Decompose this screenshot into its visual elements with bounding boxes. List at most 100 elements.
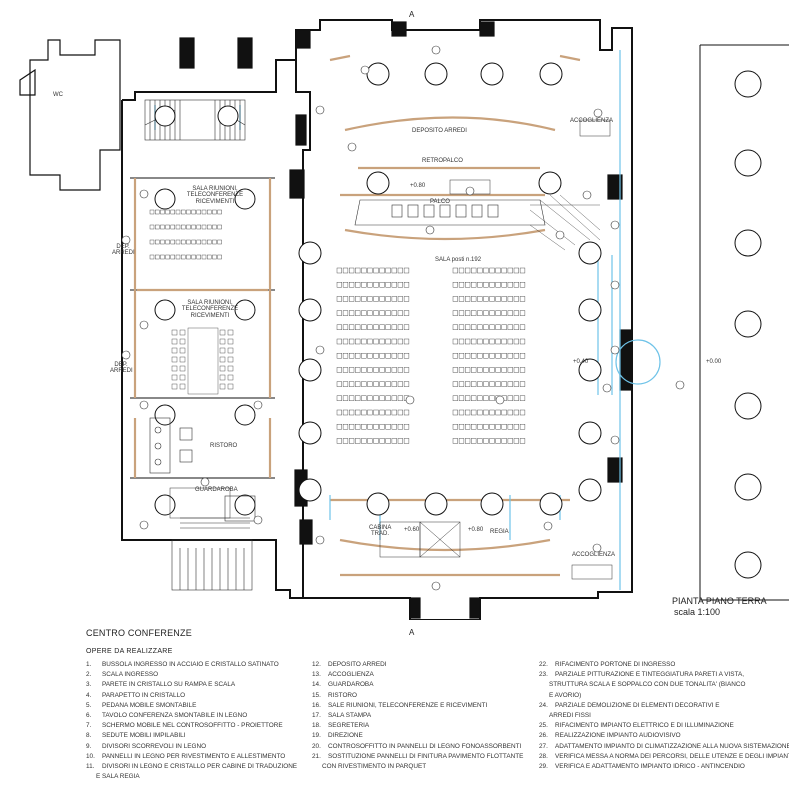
seat [391,438,397,444]
legend-item-number: 28. [539,752,548,760]
legend-item-text: GUARDAROBA [328,681,374,689]
legend-item: 27.ADATTAMENTO IMPIANTO DI CLIMATIZZAZIO… [539,742,789,752]
seat [385,296,391,302]
seat [171,347,178,354]
legend-item: 16.SALE RIUNIONI, TELECONFERENZE E RICEV… [312,701,532,711]
legend-item: 9.DIVISORI SCORREVOLI IN LEGNO [86,742,306,752]
seat [507,267,513,274]
seat [373,296,379,302]
seat [385,282,391,288]
seat [391,267,397,274]
seat [477,438,483,444]
seat [342,424,349,430]
seat [206,239,212,245]
seat [367,353,373,359]
seat [227,347,234,354]
seat [349,438,355,444]
seat [373,267,379,274]
seat [227,329,234,336]
seat [507,395,513,401]
seat [465,424,471,430]
seat [403,338,410,345]
seat [391,367,397,373]
seat [342,267,349,274]
seat [483,409,489,416]
dep-arredi-1-label: DEP. ARREDI [112,244,135,257]
seat [477,381,483,387]
seat [501,367,507,373]
seat [458,353,465,359]
legend-item-text: SCHERMO MOBILE NEL CONTROSOFFITTO - PROI… [102,722,283,730]
seat [361,438,367,444]
legend-item-number: 3. [86,681,92,689]
retropalco-label: RETROPALCO [422,158,463,164]
seat [367,409,373,416]
callout-marker [610,435,620,445]
seat [361,409,367,416]
seat [361,395,367,401]
seat [471,324,477,330]
seat [219,329,226,336]
seat [507,282,513,288]
legend-item: 12.DEPOSITO ARREDI [312,660,532,670]
seat [458,381,465,387]
seat [379,353,385,359]
seat [403,267,410,274]
seat [367,324,373,330]
seat [465,395,471,401]
seat [465,338,471,345]
seat [519,353,526,359]
legend-item-number: 4. [86,691,92,699]
seat [336,310,343,316]
audience-seats [336,267,526,444]
seat [379,324,385,330]
sala-riunioni-top-label: SALA RIUNIONI, TELECONFERENZE RICEVIMENT… [186,186,244,205]
seat [349,395,355,401]
seat [385,310,391,316]
legend-item: 7.SCHERMO MOBILE NEL CONTROSOFFITTO - PR… [86,721,306,731]
seat [483,381,489,387]
callout-marker [592,543,602,553]
legend-item: 15.RISTORO [312,691,532,701]
seat [519,381,526,387]
seat [452,424,459,430]
seat [391,324,397,330]
seat [180,239,186,245]
seat [336,353,343,359]
seat [519,367,526,373]
seat [175,239,181,245]
callout-marker [431,581,441,591]
seat [379,395,385,401]
seat [385,409,391,416]
callout-marker [253,515,263,525]
legend-item: 24.PARZIALE DEMOLIZIONE DI ELEMENTI DECO… [539,701,784,711]
seat [160,239,165,245]
seat [355,424,361,430]
seat [342,324,349,330]
seat [471,338,477,345]
seat [391,381,397,387]
seat [495,296,501,302]
seat [154,224,160,230]
seat [458,424,465,430]
seat [458,267,465,274]
seat [379,267,385,274]
seat [217,224,222,230]
plan-title-block: PIANTA PIANO TERRA scala 1:100 [672,596,767,619]
seat [373,282,379,288]
seat [355,409,361,416]
callout-marker [315,105,325,115]
seat [385,353,391,359]
seat [154,239,160,245]
legend-item-text: STRUTTURA SCALA E SOPPALCO CON DUE TONAL… [549,681,746,689]
section-marker-bottom: A [409,628,415,637]
callout-marker [315,345,325,355]
seat [483,282,489,288]
seat [495,353,501,359]
seat [171,374,178,381]
seat [458,338,465,345]
seat [489,324,495,330]
seat [489,395,495,401]
legend-item-text: BUSSOLA INGRESSO IN ACCIAIO E CRISTALLO … [102,661,279,668]
seat [501,296,507,302]
